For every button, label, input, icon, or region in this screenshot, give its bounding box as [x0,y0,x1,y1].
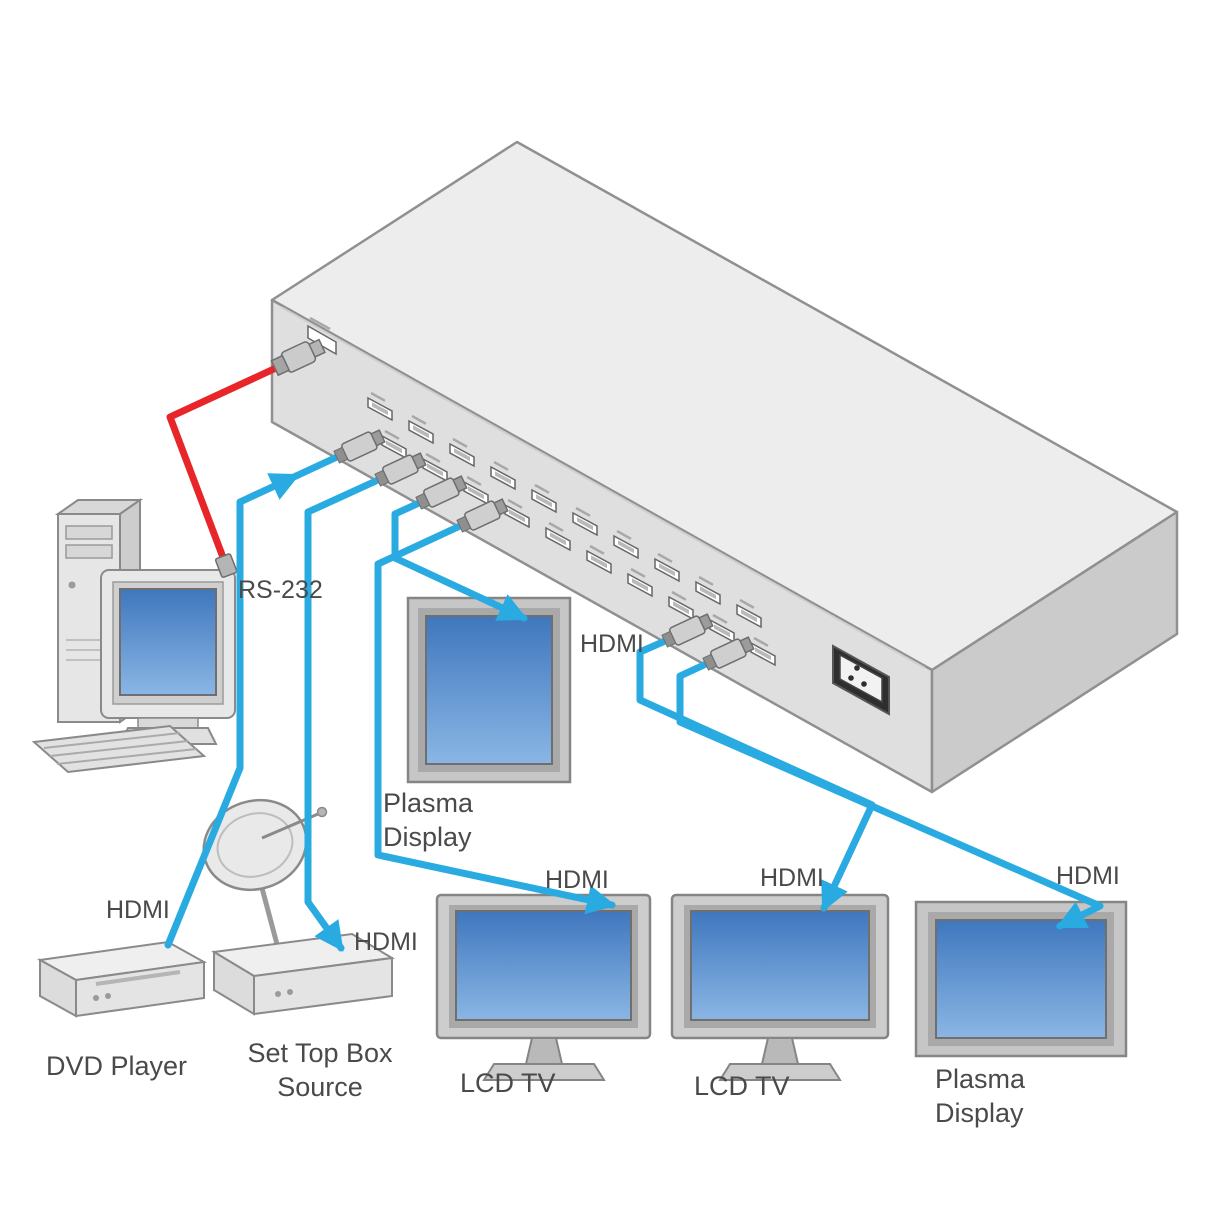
crt-monitor [100,569,236,745]
satellite-dish [202,798,328,949]
plasma1-screen [425,615,553,765]
label-plasma2-line2: Display [935,1098,1024,1128]
label-dvd-player: DVD Player [46,1051,187,1081]
monitor-screen [119,588,217,696]
computer [31,498,236,774]
label-hdmi-plasma2: HDMI [1056,862,1120,890]
plasma2-screen [935,919,1107,1039]
label-hdmi-lcd2: HDMI [760,864,824,892]
switcher-top-lip [280,306,926,669]
label-lcd-tv-2: LCD TV [694,1071,790,1101]
rs232-cable-end-connector [214,553,238,578]
label-set-top-box-1: Set Top Box [247,1038,393,1068]
hdmi-cable-lcd2 [636,637,876,912]
lcd-tv-2 [670,893,890,1081]
rs232-port [307,316,337,356]
hdmi-cable-dvd-tail [292,453,341,480]
keyboard [31,724,207,774]
label-plasma2-line1: Plasma [935,1064,1026,1094]
lcd-tv-1 [435,893,652,1081]
set-top-box [211,932,395,1016]
hdmi-switcher-device [270,140,1179,794]
lcd1-screen [455,910,632,1021]
lcd2-screen [690,910,870,1021]
hdmi-cable-lcd1 [374,522,617,915]
label-set-top-box-2: Source [277,1072,363,1102]
label-rs232: RS-232 [238,576,323,604]
power-inlet [832,644,890,716]
disc-tray [95,970,181,986]
label-hdmi-lcd1: HDMI [545,866,609,894]
label-hdmi-stb: HDMI [354,928,418,956]
label-plasma1-line2: Display [383,822,472,852]
label-hdmi-dvd: HDMI [106,896,170,924]
rs232-cable [166,364,280,564]
label-lcd-tv-1: LCD TV [460,1068,556,1098]
plasma-display-1 [406,596,572,784]
label-plasma1-line1: Plasma [383,788,474,818]
label-hdmi-plasma1: HDMI [580,630,644,658]
dvd-player [36,940,208,1018]
switcher-end-cap [930,510,1179,794]
hdmi-cable-dvd [164,472,300,949]
plasma-display-2 [914,900,1128,1058]
hdmi-cable-stb [304,476,382,952]
hdmi-cable-plasma2 [676,660,1104,930]
hdmi-cable-plasma1 [391,499,528,622]
